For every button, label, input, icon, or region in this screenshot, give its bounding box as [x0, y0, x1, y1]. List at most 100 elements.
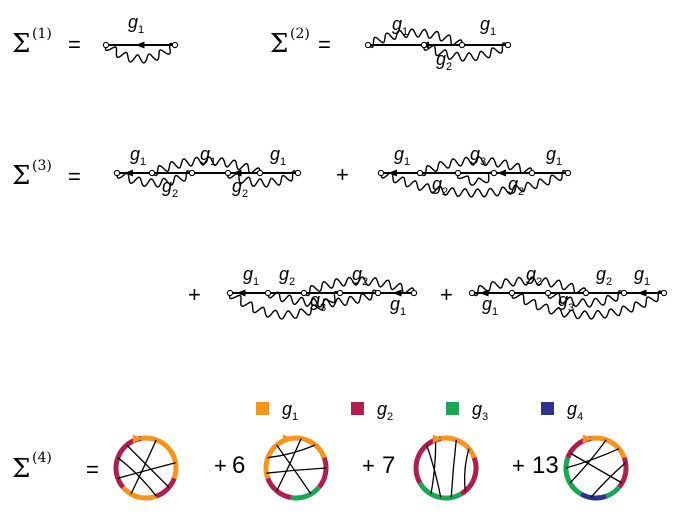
- coupling-subscript: 1: [402, 26, 408, 38]
- coupling-subscript: 1: [492, 306, 498, 318]
- sigma-symbol: Σ: [12, 454, 30, 484]
- interaction-chord: [276, 444, 312, 495]
- vertex-dot: [660, 289, 668, 297]
- coefficient: 13: [532, 452, 559, 479]
- wavy-interaction-line: [303, 276, 415, 297]
- coupling-subscript: 2: [242, 188, 248, 200]
- vertex-dot: [300, 289, 308, 297]
- legend-sub: 1: [292, 411, 298, 423]
- sigma-symbol: Σ: [270, 29, 288, 59]
- plus-sign: +: [188, 282, 201, 307]
- vertex-dot: [171, 41, 179, 49]
- coupling-subscript: 2: [362, 276, 368, 288]
- coupling-label: g: [394, 144, 404, 164]
- coupling-label: g: [526, 264, 536, 284]
- interaction-chord: [450, 439, 457, 498]
- interaction-chord: [565, 448, 620, 469]
- coupling-subscript: 1: [644, 276, 650, 288]
- vertex-dot: [458, 41, 466, 49]
- coupling-legend: g 1 g 2 g 3 g 4: [256, 399, 583, 423]
- wavy-interaction-line: [423, 42, 509, 62]
- wavy-interaction-line: [511, 290, 665, 320]
- sigma-4-equation: Σ (4) = + 6 + 7 + 13: [12, 434, 629, 501]
- coupling-subscript: 1: [210, 156, 216, 168]
- vertex-dot: [468, 289, 476, 297]
- interaction-chord: [117, 457, 157, 497]
- legend-sub: 3: [482, 411, 488, 423]
- equals-sign: =: [68, 32, 81, 57]
- wavy-interaction-line: [367, 28, 463, 48]
- coupling-subscript: 1: [140, 156, 146, 168]
- coupling-subscript: 2: [446, 61, 452, 73]
- arrow-icon: [388, 169, 397, 177]
- plus-sign: +: [336, 162, 349, 187]
- coupling-label: g: [162, 176, 172, 196]
- vertex-dot: [416, 169, 424, 177]
- vertex-dot: [528, 169, 536, 177]
- coupling-subscript: 2: [536, 276, 542, 288]
- coupling-subscript: 1: [138, 24, 144, 36]
- vertex-dot: [113, 169, 121, 177]
- coupling-label: g: [480, 14, 490, 34]
- coupling-subscript: 3: [320, 302, 326, 314]
- interaction-chord: [463, 448, 470, 492]
- interaction-chord: [267, 444, 316, 459]
- coupling-label: g: [546, 144, 556, 164]
- orientation-arrow-icon: [432, 434, 443, 444]
- vertex-dot: [508, 289, 516, 297]
- plus-sign: +: [440, 282, 453, 307]
- coupling-label: g: [390, 294, 400, 314]
- coupling-subscript: 2: [172, 188, 178, 200]
- wavy-interaction-line: [471, 276, 587, 297]
- interaction-chord: [430, 439, 437, 495]
- coupling-label: g: [243, 264, 253, 284]
- coupling-arc: [290, 485, 321, 501]
- coupling-arc: [565, 436, 592, 459]
- legend-swatch-g1: [256, 402, 269, 415]
- arrow-icon: [392, 289, 402, 297]
- circle-diagram-3: [413, 434, 479, 501]
- interaction-chord: [569, 452, 623, 484]
- legend-sub: 2: [387, 411, 393, 423]
- vertex-dot: [364, 41, 372, 49]
- vertex-dot: [490, 169, 498, 177]
- vertex-dot: [564, 169, 572, 177]
- coupling-label: g: [352, 264, 362, 284]
- coupling-arc: [290, 435, 327, 459]
- arrow-icon: [236, 289, 246, 297]
- coupling-label: g: [310, 290, 320, 310]
- coupling-label: g: [392, 14, 402, 34]
- legend-label: g: [377, 399, 387, 419]
- wavy-interaction-line: [151, 156, 261, 177]
- coupling-arc: [121, 485, 158, 501]
- interaction-chord: [130, 439, 157, 495]
- arrow-icon: [479, 289, 489, 297]
- coupling-arc: [605, 485, 621, 499]
- orientation-arrow-icon: [582, 434, 593, 444]
- coupling-label: g: [432, 174, 442, 194]
- interaction-chord: [590, 462, 626, 498]
- coupling-arc: [563, 456, 583, 497]
- plus-sign: +: [362, 453, 375, 478]
- arrow-icon: [497, 169, 506, 177]
- coupling-subscript: 3: [480, 156, 486, 168]
- equals-sign: =: [318, 32, 331, 57]
- legend-label: g: [472, 399, 482, 419]
- coupling-arc: [459, 456, 479, 497]
- vertex-dot: [374, 289, 382, 297]
- coupling-arc: [616, 456, 629, 489]
- plus-sign: +: [512, 453, 525, 478]
- vertex-dot: [188, 169, 196, 177]
- legend-swatch-g2: [351, 402, 364, 415]
- plus-sign: +: [214, 453, 227, 478]
- order-label-4: (4): [32, 450, 52, 466]
- interaction-chord: [117, 462, 176, 479]
- legend-sub: 4: [577, 411, 583, 423]
- coupling-subscript: 3: [568, 302, 574, 314]
- legend-swatch-g4: [541, 402, 554, 415]
- coupling-arc: [316, 456, 329, 489]
- vertex-dot: [148, 169, 156, 177]
